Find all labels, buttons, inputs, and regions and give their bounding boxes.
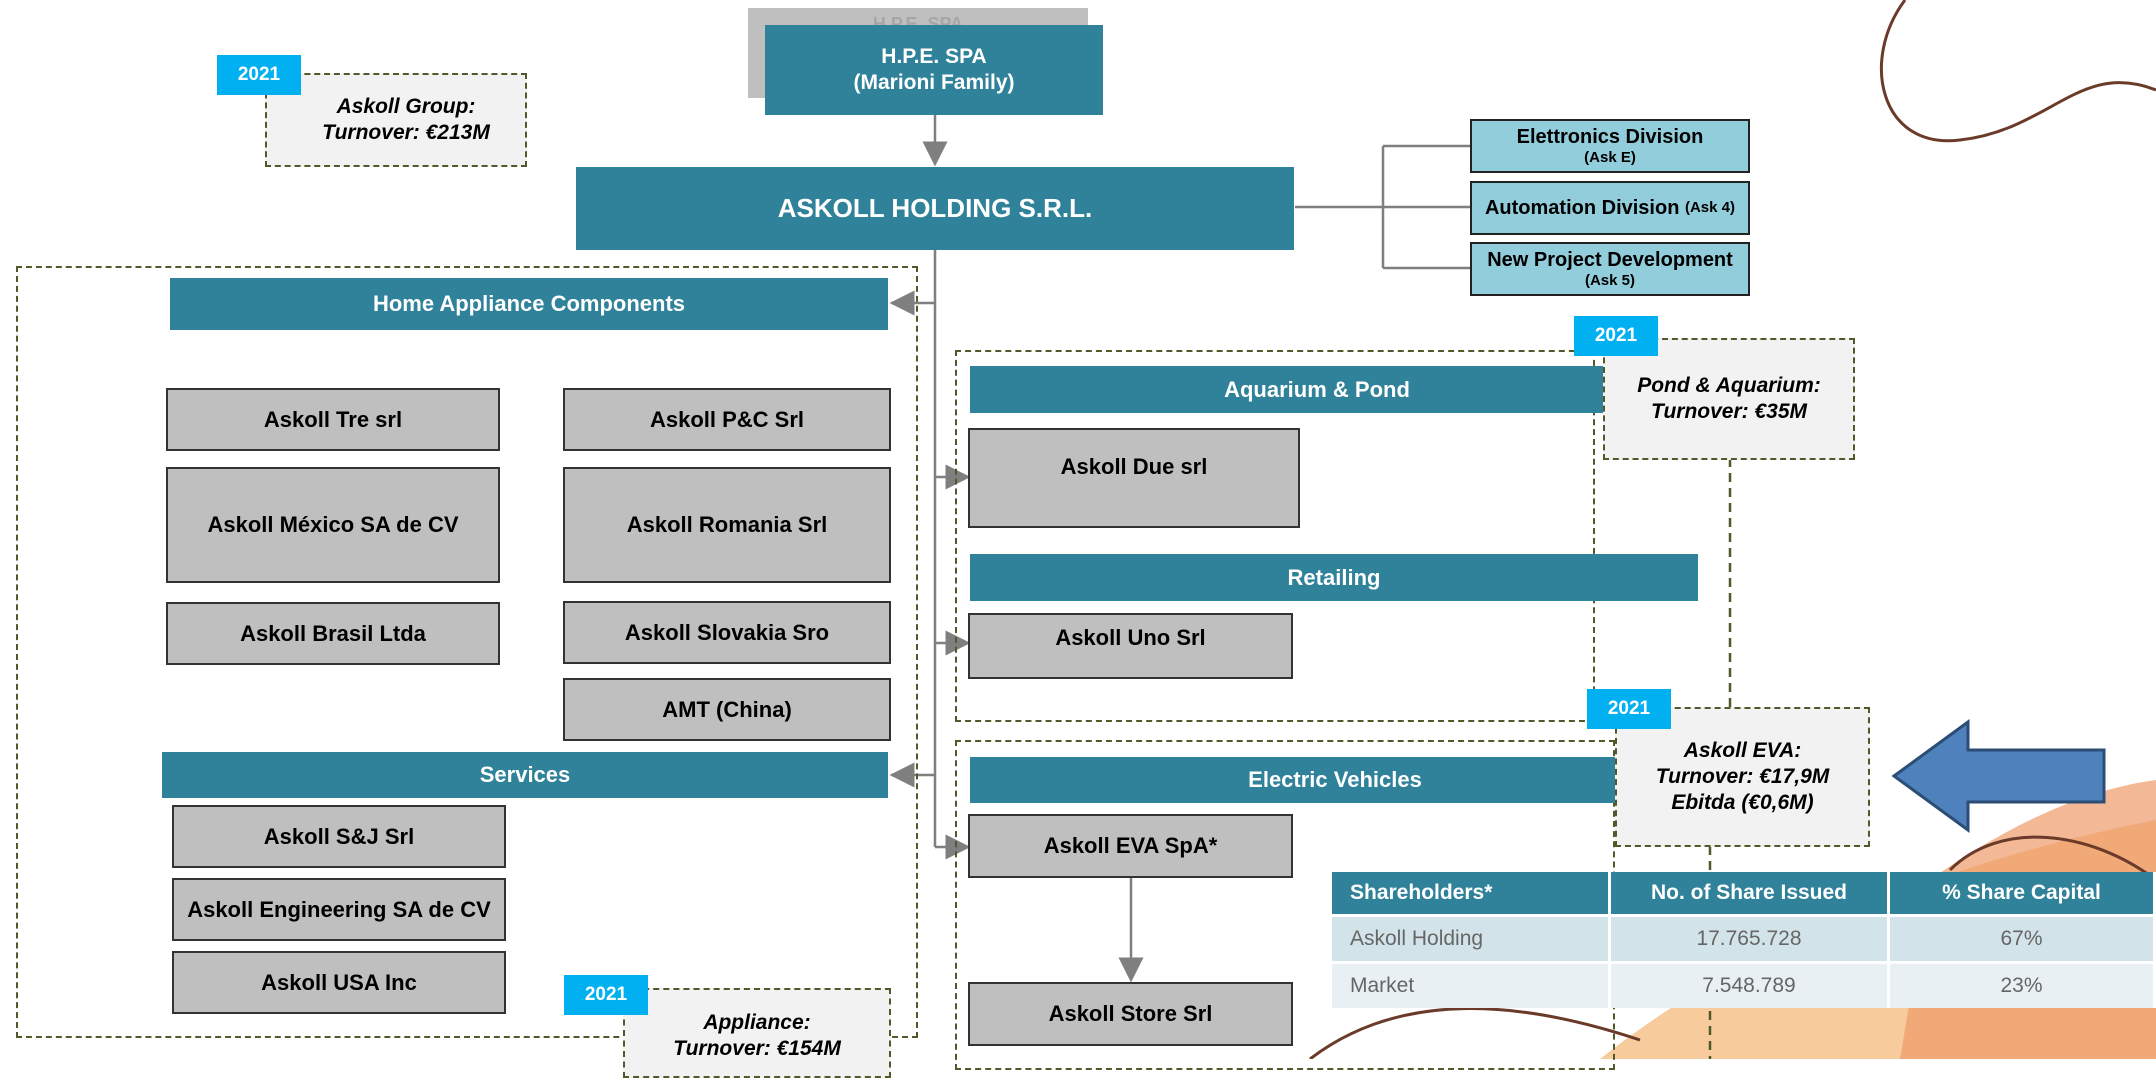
section-title: Home Appliance Components xyxy=(372,291,686,316)
group-turnover-note: Askoll Group: Turnover: €213M xyxy=(265,73,527,167)
company-name: Askoll EVA SpA* xyxy=(1043,833,1218,858)
company-box[interactable]: Askoll EVA SpA* xyxy=(968,814,1293,878)
note-line: Askoll EVA: xyxy=(1683,738,1802,762)
company-box[interactable]: Askoll Tre srl xyxy=(166,388,500,451)
division-new-project[interactable]: New Project Development (Ask 5) xyxy=(1470,242,1750,296)
company-name: Askoll México SA de CV xyxy=(207,512,459,537)
company-box[interactable]: Askoll Uno Srl xyxy=(968,613,1293,679)
retailing-header: Retailing xyxy=(970,554,1698,601)
services-header: Services xyxy=(162,752,888,798)
company-name: Askoll Store Srl xyxy=(1048,1001,1213,1026)
top-parent-family: (Marioni Family) xyxy=(853,71,1015,94)
table-cell: Askoll Holding xyxy=(1332,914,1611,963)
division-code: (Ask 4) xyxy=(1684,199,1736,217)
note-line: Appliance: xyxy=(703,1011,811,1034)
company-box[interactable]: Askoll Store Srl xyxy=(968,982,1293,1046)
column-header: No. of Share Issued xyxy=(1609,872,1890,916)
division-name: Automation Division xyxy=(1484,196,1680,219)
division-code: (Ask 5) xyxy=(1584,271,1636,289)
top-parent-name: H.P.E. SPA xyxy=(881,44,987,68)
company-box[interactable]: Askoll S&J Srl xyxy=(172,805,506,868)
company-box[interactable]: Askoll México SA de CV xyxy=(166,467,500,583)
section-title: Retailing xyxy=(1287,564,1381,590)
table-cell: 17.765.728 xyxy=(1609,914,1890,963)
company-box[interactable]: Askoll USA Inc xyxy=(172,951,506,1014)
left-arrow-icon xyxy=(1891,719,2106,833)
company-name: Askoll P&C Srl xyxy=(649,406,805,432)
appliance-turnover-note: Appliance: Turnover: €154M xyxy=(623,988,891,1078)
section-title: Services xyxy=(479,762,571,787)
year-label: 2021 xyxy=(1607,698,1651,719)
year-badge: 2021 xyxy=(1574,316,1658,356)
division-name: New Project Development xyxy=(1487,248,1733,271)
aquarium-retail-group-border xyxy=(955,350,1595,722)
holding-name: ASKOLL HOLDING S.R.L. xyxy=(777,193,1093,223)
note-line: Turnover: €154M xyxy=(673,1037,841,1061)
company-box[interactable]: Askoll P&C Srl xyxy=(563,388,891,451)
table-row: Askoll Holding 17.765.728 67% xyxy=(1332,914,2156,963)
company-name: Askoll USA Inc xyxy=(261,969,417,995)
home-appliance-group-border xyxy=(16,266,918,1038)
company-name: Askoll Uno Srl xyxy=(1055,625,1206,650)
table-row: Market 7.548.789 23% xyxy=(1332,961,2156,1008)
division-code: (Ask E) xyxy=(1584,148,1636,166)
section-title: Electric Vehicles xyxy=(1248,767,1422,792)
company-box[interactable]: Askoll Due srl xyxy=(968,428,1300,528)
pond-turnover-note: Pond & Aquarium: Turnover: €35M xyxy=(1603,338,1855,460)
company-name: Askoll Due srl xyxy=(1060,454,1208,479)
shareholders-table: Shareholders* No. of Share Issued % Shar… xyxy=(1332,872,2156,1008)
table-cell: 23% xyxy=(1888,961,2156,1008)
home-appliance-header: Home Appliance Components xyxy=(170,278,888,330)
note-line: Turnover: €17,9M xyxy=(1655,764,1830,788)
table-header-row: Shareholders* No. of Share Issued % Shar… xyxy=(1332,872,2156,916)
ev-header: Electric Vehicles xyxy=(970,757,1700,803)
company-box[interactable]: AMT (China) xyxy=(563,678,891,741)
year-label: 2021 xyxy=(237,64,281,85)
company-name: Askoll Slovakia Sro xyxy=(624,619,830,645)
column-header: Shareholders* xyxy=(1332,872,1611,916)
note-line: Askoll Group: xyxy=(336,94,476,118)
note-line: Ebitda (€0,6M) xyxy=(1671,791,1814,815)
company-box[interactable]: Askoll Romania Srl xyxy=(563,467,891,583)
company-box[interactable]: Askoll Engineering SA de CV xyxy=(172,878,506,941)
company-name: Askoll S&J Srl xyxy=(263,823,415,849)
year-badge: 2021 xyxy=(217,55,301,95)
top-parent-box[interactable]: H.P.E. SPA (Marioni Family) xyxy=(765,25,1103,115)
company-box[interactable]: Askoll Brasil Ltda xyxy=(166,602,500,665)
note-line: Pond & Aquarium: xyxy=(1637,373,1821,397)
note-line: Turnover: €35M xyxy=(1651,400,1807,423)
table-cell: Market xyxy=(1332,961,1611,1008)
table-cell: 67% xyxy=(1888,914,2156,963)
aquarium-header: Aquarium & Pond xyxy=(970,366,1664,413)
division-automation[interactable]: Automation Division (Ask 4) xyxy=(1470,181,1750,235)
company-box[interactable]: Askoll Slovakia Sro xyxy=(563,601,891,664)
section-title: Aquarium & Pond xyxy=(1224,376,1410,402)
company-name: Askoll Tre srl xyxy=(263,406,403,432)
company-name: AMT (China) xyxy=(662,696,792,722)
year-badge: 2021 xyxy=(1587,689,1671,729)
column-header: % Share Capital xyxy=(1888,872,2156,916)
eva-turnover-note: Askoll EVA: Turnover: €17,9M Ebitda (€0,… xyxy=(1615,707,1870,847)
note-line: Turnover: €213M xyxy=(322,121,490,144)
year-badge: 2021 xyxy=(564,975,648,1015)
division-name: Elettronics Division xyxy=(1516,125,1704,148)
year-label: 2021 xyxy=(584,984,628,1005)
company-name: Askoll Engineering SA de CV xyxy=(187,896,491,922)
company-name: Askoll Romania Srl xyxy=(626,512,828,537)
division-electronics[interactable]: Elettronics Division (Ask E) xyxy=(1470,119,1750,173)
holding-box[interactable]: ASKOLL HOLDING S.R.L. xyxy=(576,167,1294,250)
company-name: Askoll Brasil Ltda xyxy=(240,620,426,646)
year-label: 2021 xyxy=(1594,325,1638,346)
table-cell: 7.548.789 xyxy=(1609,961,1890,1008)
